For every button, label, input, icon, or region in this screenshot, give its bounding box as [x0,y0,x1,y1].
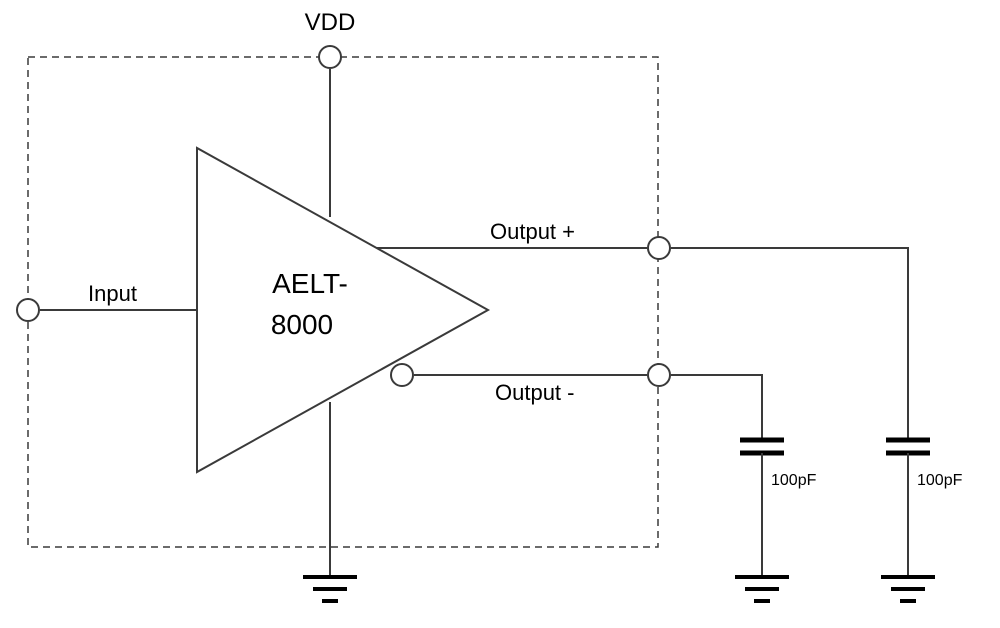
cap1-value-label: 100pF [771,472,817,489]
ground-symbol-amp [303,575,357,603]
output-plus-wire-outer [671,247,909,440]
amplifier-label-line1: AELT- [272,268,348,299]
output-minus-wire-outer [671,374,763,440]
input-label: Input [88,281,137,306]
output-plus-label: Output + [490,219,575,244]
amplifier-label-line2: 8000 [271,309,333,340]
vdd-terminal [318,45,342,69]
ground-symbol-cap1 [735,575,789,603]
vdd-label: VDD [305,9,356,36]
inverting-output-bubble [390,363,414,387]
amplifier-triangle [196,146,491,474]
input-terminal [16,298,40,322]
ground-symbol-cap2 [881,575,935,603]
output-plus-terminal [647,236,671,260]
cap2-value-label: 100pF [917,472,963,489]
output-minus-label: Output - [495,380,574,405]
output-minus-terminal [647,363,671,387]
